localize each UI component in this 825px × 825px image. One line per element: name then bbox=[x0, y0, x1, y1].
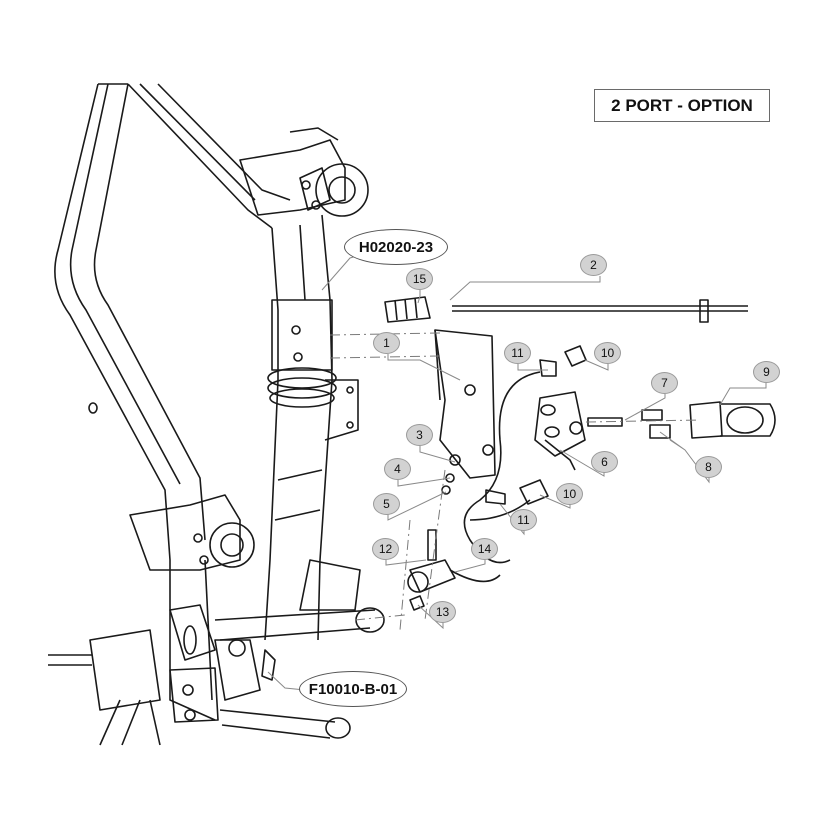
part-elbow-lower bbox=[485, 479, 549, 505]
callout-14: 14 bbox=[471, 538, 498, 560]
callout-4: 4 bbox=[384, 458, 411, 480]
callout-11-upper: 11 bbox=[504, 342, 531, 364]
part-mount-plate bbox=[434, 329, 496, 479]
reference-label-post: H02020-23 bbox=[344, 229, 448, 265]
callout-13: 13 bbox=[429, 601, 456, 623]
part-rod bbox=[452, 299, 748, 323]
callout-10-upper: 10 bbox=[594, 342, 621, 364]
callout-7: 7 bbox=[651, 372, 678, 394]
callout-2: 2 bbox=[580, 254, 607, 276]
callout-5: 5 bbox=[373, 493, 400, 515]
frame-lower bbox=[48, 559, 385, 746]
part-valve-block bbox=[534, 391, 586, 471]
frame-tube-left bbox=[54, 83, 206, 561]
part-grip bbox=[384, 296, 431, 323]
vertical-post bbox=[264, 214, 359, 641]
reference-label-frame: F10010-B-01 bbox=[299, 671, 407, 707]
part-fittings bbox=[587, 409, 671, 439]
assembly-centerlines bbox=[329, 332, 701, 631]
part-coupler bbox=[689, 401, 776, 439]
callout-leaders bbox=[267, 247, 767, 691]
callout-15: 15 bbox=[406, 268, 433, 290]
callout-3: 3 bbox=[406, 424, 433, 446]
callout-10-lower: 10 bbox=[556, 483, 583, 505]
callout-8: 8 bbox=[695, 456, 722, 478]
callout-11-lower: 11 bbox=[510, 509, 537, 531]
callout-1: 1 bbox=[373, 332, 400, 354]
option-title: 2 PORT - OPTION bbox=[594, 89, 770, 122]
frame-arm-upper bbox=[127, 83, 291, 229]
part-swivel bbox=[407, 529, 456, 611]
callout-9: 9 bbox=[753, 361, 780, 383]
part-elbow-upper bbox=[539, 345, 587, 377]
callout-12: 12 bbox=[372, 538, 399, 560]
top-mount-bracket bbox=[239, 127, 369, 217]
lower-mount-bracket bbox=[129, 494, 255, 571]
callout-6: 6 bbox=[591, 451, 618, 473]
